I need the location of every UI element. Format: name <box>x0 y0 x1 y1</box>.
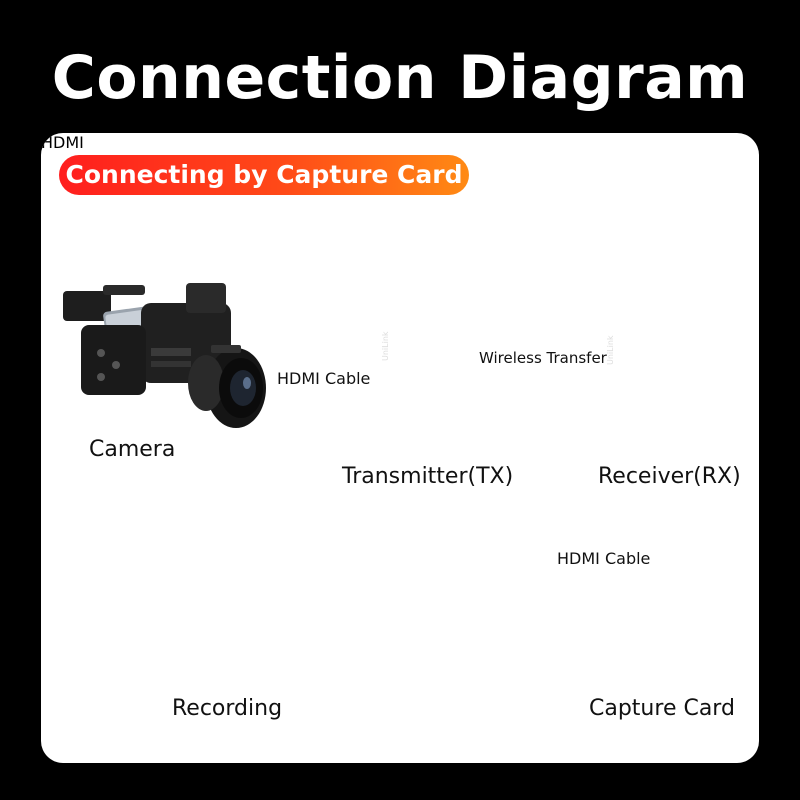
hdmi-cable-side-label: HDMI Cable <box>557 549 651 568</box>
camera-label: Camera <box>89 437 176 462</box>
capture-card-label: Capture Card <box>589 696 735 721</box>
camera-icon <box>63 283 266 428</box>
page-title: Connection Diagram <box>51 43 749 113</box>
hdmi-cable-top-label: HDMI Cable <box>277 369 371 388</box>
diagram-graphics <box>63 283 266 428</box>
diagram-panel: Connecting by Capture Card <box>41 133 759 763</box>
receiver-label: Receiver(RX) <box>598 464 741 489</box>
mode-badge: Connecting by Capture Card <box>59 155 469 195</box>
wireless-transfer-label: Wireless Transfer <box>479 349 607 367</box>
recording-label: Recording <box>172 696 283 721</box>
transmitter-logo: UniLink <box>381 331 390 361</box>
capture-card-icon: HDMI <box>41 133 84 152</box>
receiver-logo: UniLink <box>606 335 615 365</box>
transmitter-label: Transmitter(TX) <box>342 464 514 489</box>
